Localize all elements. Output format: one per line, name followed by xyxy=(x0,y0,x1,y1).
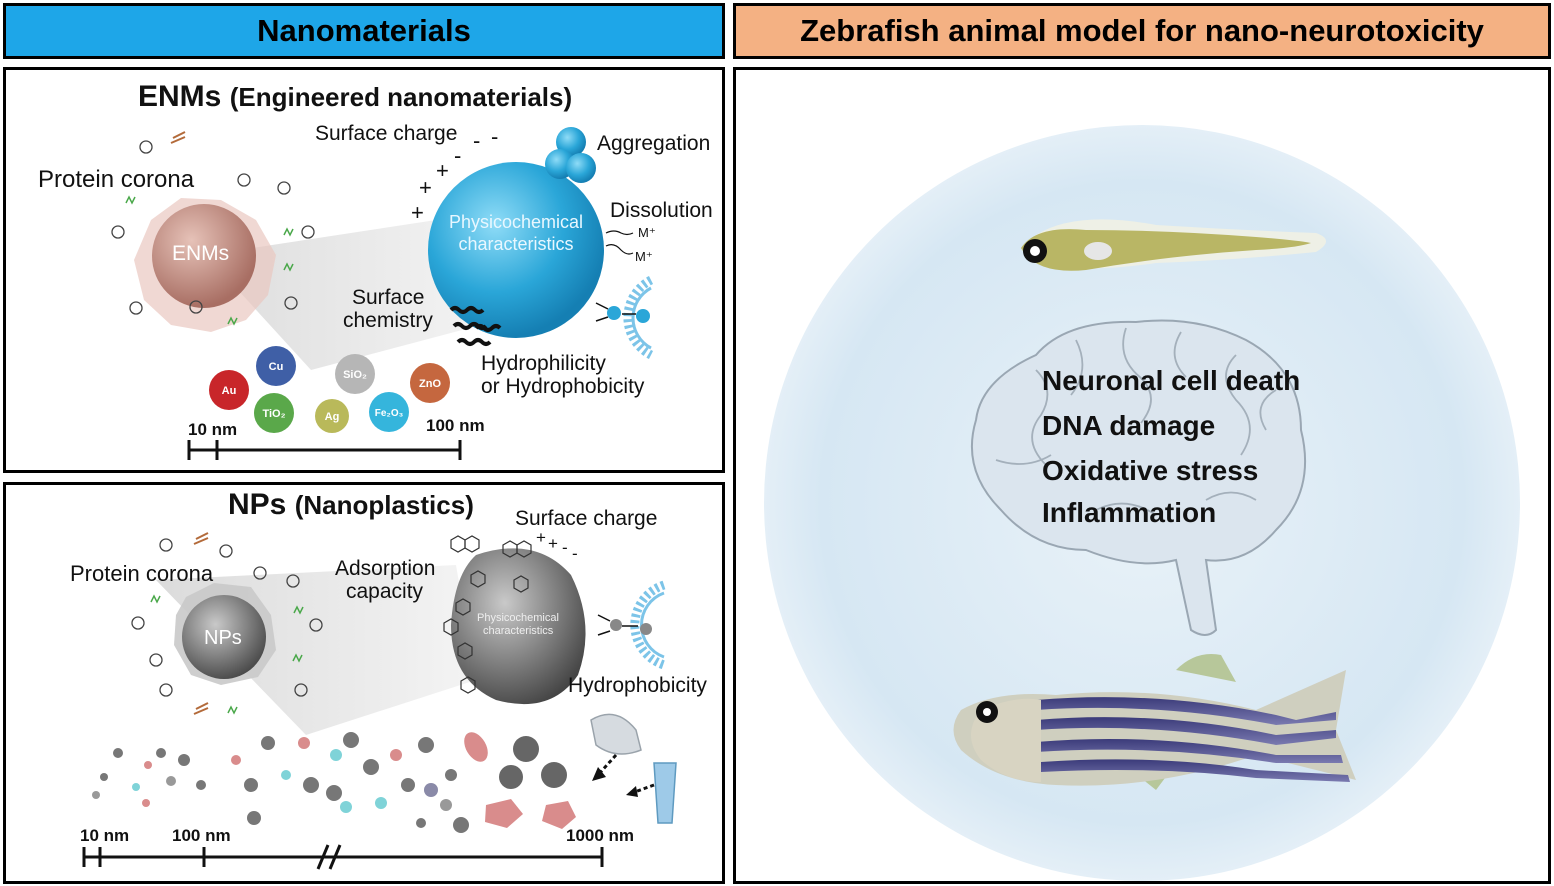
enm-physchem-label: Physicochemical characteristics xyxy=(448,212,584,254)
particle-label: Cu xyxy=(269,361,284,373)
enm-scale-max: 100 nm xyxy=(426,416,485,435)
enm-core-label: ENMs xyxy=(172,242,230,265)
hydrophilicity-label: Hydrophilicity xyxy=(481,352,606,375)
svg-text:+: + xyxy=(536,528,546,547)
zebrafish-panel: Neuronal cell death DNA damage Oxidative… xyxy=(733,67,1551,884)
hydrophobicity-label: or Hydrophobicity xyxy=(481,375,645,398)
np-peptide-icons xyxy=(150,594,304,715)
adsorption-label-1: Adsorption xyxy=(335,557,436,580)
enm-panel: +++ --- xyxy=(3,67,725,473)
svg-text:-: - xyxy=(491,124,498,149)
nanomaterials-title: Nanomaterials xyxy=(257,13,471,48)
np-hydrophobicity-label: Hydrophobicity xyxy=(568,674,707,697)
zebrafish-header: Zebrafish animal model for nano-neurotox… xyxy=(733,3,1551,59)
brain-illustration xyxy=(970,319,1307,636)
aggregation-label: Aggregation xyxy=(597,132,711,155)
physicochemical-sphere xyxy=(428,162,604,338)
svg-text:-: - xyxy=(473,128,480,153)
surface-chemistry-label-1: Surface xyxy=(352,286,425,309)
np-scale-10: 10 nm xyxy=(80,826,130,845)
svg-text:-: - xyxy=(562,538,568,557)
svg-text:+: + xyxy=(419,175,432,200)
dissolution-label: Dissolution xyxy=(610,199,713,222)
enm-particles xyxy=(209,346,450,433)
particle-label: SiO₂ xyxy=(343,369,367,381)
np-panel: ++-- xyxy=(3,482,725,884)
peptide-icons xyxy=(125,195,294,326)
svg-text:+: + xyxy=(436,158,449,183)
enm-scale-min: 10 nm xyxy=(188,420,238,439)
np-physchem-label-1: Physicochemical xyxy=(477,612,559,624)
enm-illustration: +++ --- xyxy=(111,124,654,460)
membrane-arc xyxy=(595,275,654,360)
zebrafish-larva xyxy=(1021,219,1326,271)
particle-label: Au xyxy=(222,385,237,397)
enm-core xyxy=(152,204,256,308)
np-scale-1000: 1000 nm xyxy=(566,826,635,845)
np-scale-bar xyxy=(82,844,604,870)
zebrafish-illustration xyxy=(764,125,1520,881)
particle-label: TiO₂ xyxy=(262,408,285,420)
enm-title-sub: (Engineered nanomaterials) xyxy=(229,82,573,112)
enm-scale-bar xyxy=(187,440,462,460)
np-protein-corona-label: Protein corona xyxy=(70,561,214,586)
lipid-icon xyxy=(170,131,186,144)
np-core xyxy=(182,595,266,679)
protein-icons xyxy=(111,140,315,315)
effect-neuronal-cell-death: Neuronal cell death xyxy=(1042,365,1301,396)
np-scale-100: 100 nm xyxy=(172,826,231,845)
aggregation-sphere xyxy=(566,153,596,183)
np-title: NPs (Nanoplastics) xyxy=(228,488,474,522)
np-physchem-label-2: characteristics xyxy=(483,625,554,637)
surface-chemistry-label-2: chemistry xyxy=(343,309,433,332)
dissolution-arrows xyxy=(605,230,634,255)
np-membrane-arc xyxy=(597,580,666,670)
np-title-main: NPs xyxy=(228,488,287,521)
np-title-sub: (Nanoplastics) xyxy=(294,490,474,520)
np-physicochemical-sphere xyxy=(451,548,586,705)
np-protein-icons xyxy=(131,538,323,697)
adsorption-label-2: capacity xyxy=(346,580,424,603)
ion-label: M⁺ xyxy=(638,225,656,240)
np-surface-charges: ++-- xyxy=(536,528,578,563)
np-lipid-icons xyxy=(193,532,209,715)
ion-label: M⁺ xyxy=(635,249,653,264)
svg-text:+: + xyxy=(411,200,424,225)
enm-protein-corona-label: Protein corona xyxy=(38,166,195,193)
effect-oxidative-stress: Oxidative stress xyxy=(1042,455,1259,486)
plastic-waste-icon xyxy=(590,713,677,824)
zebrafish-title: Zebrafish animal model for nano-neurotox… xyxy=(800,13,1484,48)
surface-chemistry-ligands xyxy=(449,306,502,346)
particle-label: ZnO xyxy=(419,378,441,390)
enm-title-main: ENMs xyxy=(138,80,222,113)
svg-text:-: - xyxy=(572,544,578,563)
particle-label: Ag xyxy=(325,411,340,423)
svg-text:+: + xyxy=(548,534,558,553)
svg-text:-: - xyxy=(454,143,461,168)
effect-inflammation: Inflammation xyxy=(1042,497,1217,528)
enm-title: ENMs (Engineered nanomaterials) xyxy=(138,80,572,114)
nanomaterials-header: Nanomaterials xyxy=(3,3,725,59)
effect-dna-damage: DNA damage xyxy=(1042,410,1216,441)
nanoplastic-fragments xyxy=(92,732,576,833)
adsorbed-pollutants xyxy=(443,535,532,694)
adult-zebrafish xyxy=(953,654,1356,790)
surface-charges: +++ --- xyxy=(411,124,498,225)
np-illustration: ++-- xyxy=(82,528,677,870)
enm-surface-charge-label: Surface charge xyxy=(315,122,458,145)
np-surface-charge-label: Surface charge xyxy=(515,507,658,530)
particle-label: Fe₂O₃ xyxy=(375,408,404,419)
np-core-label: NPs xyxy=(204,627,242,649)
